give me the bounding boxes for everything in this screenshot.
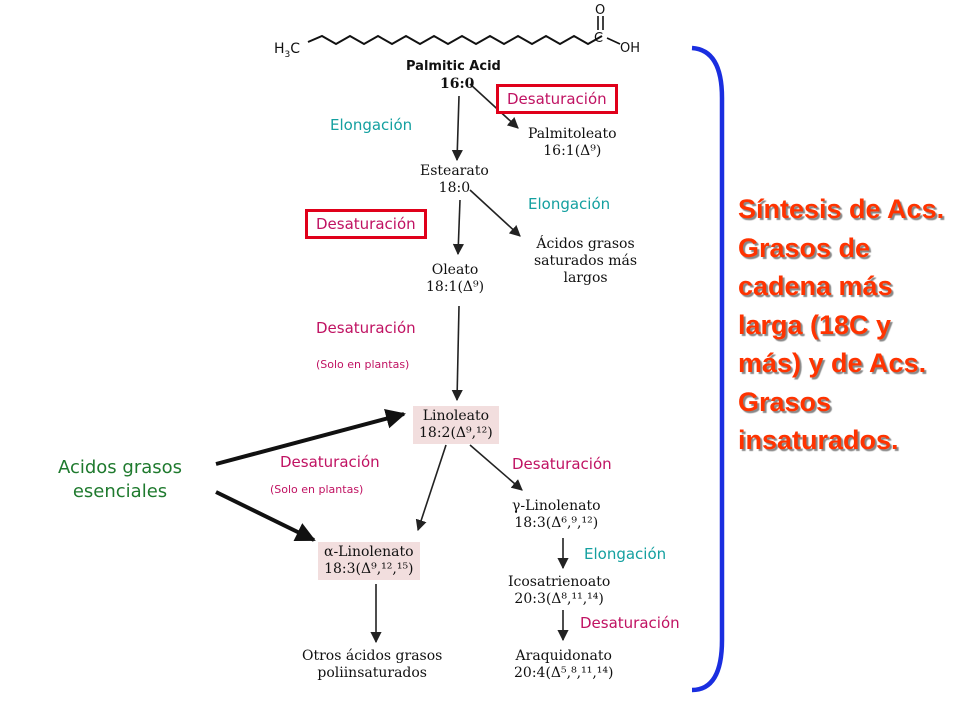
- arrow-estearato-saturados: [469, 189, 521, 237]
- arrow-palmitic-estearato: [451, 95, 463, 162]
- step-desaturacion-3: Desaturación: [316, 319, 416, 337]
- step-elongacion-3: Elongación: [584, 545, 667, 563]
- arrow-palmitic-palmitoleato: [469, 83, 519, 129]
- step-solo-plantas-2: (Solo en plantas): [270, 483, 364, 496]
- essential-arrow-linoleato: [215, 408, 406, 466]
- step-desaturacion-6: Desaturación: [580, 614, 680, 632]
- arrow-linoleato-gamma: [469, 444, 523, 491]
- palmitic-ratio: 16:0: [440, 76, 475, 92]
- step-elongacion-1: Elongación: [330, 116, 413, 134]
- carbon-label: C: [594, 31, 604, 46]
- oh-label: OH: [620, 41, 641, 56]
- palmitic-acid-name: Palmitic Acid: [406, 59, 501, 74]
- step-desaturacion-5: Desaturación: [512, 455, 612, 473]
- arrow-estearato-oleato: [452, 199, 464, 256]
- arrow-oleato-linoleato: [451, 305, 463, 402]
- step-desaturacion-2: Desaturación: [305, 209, 427, 239]
- step-solo-plantas-1: (Solo en plantas): [316, 358, 410, 371]
- palmitic-chain: [307, 34, 603, 46]
- slide-title: Síntesis de Acs. Grasos de cadena más la…: [738, 194, 945, 455]
- step-elongacion-2: Elongación: [528, 195, 611, 213]
- oxygen-label: O: [595, 3, 606, 18]
- c-oh-bond: [606, 37, 621, 45]
- h3c-label: H3C: [274, 41, 301, 60]
- essential-arrow-alpha: [215, 490, 316, 542]
- arrow-linoleato-alpha: [415, 444, 447, 532]
- step-desaturacion-4: Desaturación: [280, 453, 380, 471]
- step-desaturacion-1: Desaturación: [496, 84, 618, 114]
- right-brace: [691, 45, 725, 693]
